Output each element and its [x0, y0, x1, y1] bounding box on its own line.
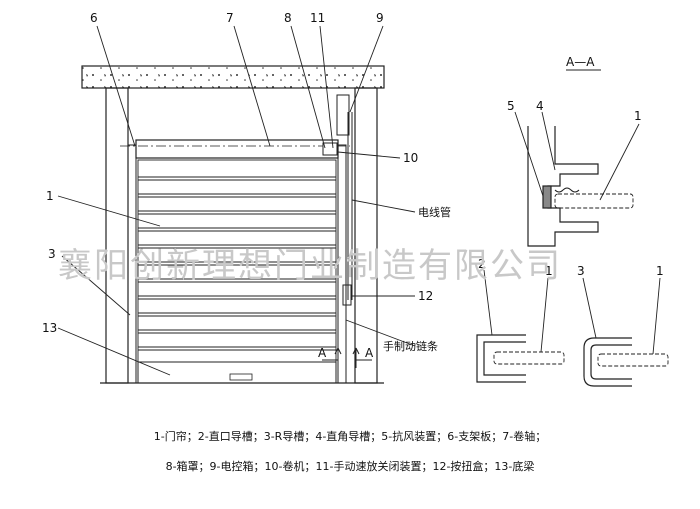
motor [322, 142, 338, 156]
curtain-edge-r [597, 353, 669, 367]
left-wall [105, 87, 129, 384]
watermark-text: 襄阳创新理想门业制造有限公司 [58, 246, 562, 286]
label-10: 10 [403, 151, 418, 165]
label-13: 13 [42, 321, 57, 335]
control-box [336, 94, 350, 136]
section-mark [322, 347, 372, 368]
label-8: 8 [284, 11, 292, 25]
curtain-edge-straight [493, 351, 565, 365]
button-box [342, 284, 352, 306]
windproof-rail-section [527, 126, 599, 247]
bottom-beam-handle [229, 373, 253, 381]
label-4: 4 [536, 99, 544, 113]
label-7: 7 [226, 11, 234, 25]
spring [554, 187, 580, 193]
label-section-a-left: A [318, 346, 327, 360]
section-title: A—A [566, 55, 595, 69]
label-3: 3 [48, 247, 56, 261]
straight-guide-section [476, 334, 526, 383]
label-chain: 手制动链条 [383, 339, 438, 353]
label-1-section: 1 [634, 109, 642, 123]
label-12: 12 [418, 289, 433, 303]
label-5: 5 [507, 99, 515, 113]
label-9: 9 [376, 11, 384, 25]
label-1: 1 [46, 189, 54, 203]
curtain-edge-section [554, 193, 634, 209]
leader-lines [57, 25, 416, 376]
housing-cover [135, 139, 339, 159]
legend-line-1: 1-门帘；2-直口导槽；3-R导槽；4-直角导槽；5-抗风装置；6-支架板；7-… [153, 430, 547, 443]
label-11: 11 [310, 11, 325, 25]
label-conduit: 电线管 [418, 205, 451, 219]
door-curtain [137, 159, 337, 384]
label-1-r: 1 [656, 264, 664, 278]
section-leaders [514, 111, 640, 201]
label-3-section: 3 [577, 264, 585, 278]
label-2: 2 [478, 257, 486, 271]
label-1-straight: 1 [545, 264, 553, 278]
lintel-beam [81, 65, 385, 89]
label-6: 6 [90, 11, 98, 25]
right-wall [354, 87, 378, 384]
label-section-a-right: A [365, 346, 374, 360]
legend-line-2: 8-箱罩；9-电控箱；10-卷机；11-手动速放关闭装置；12-按扭盒；13-底… [165, 460, 535, 473]
r-guide-section [583, 337, 632, 387]
